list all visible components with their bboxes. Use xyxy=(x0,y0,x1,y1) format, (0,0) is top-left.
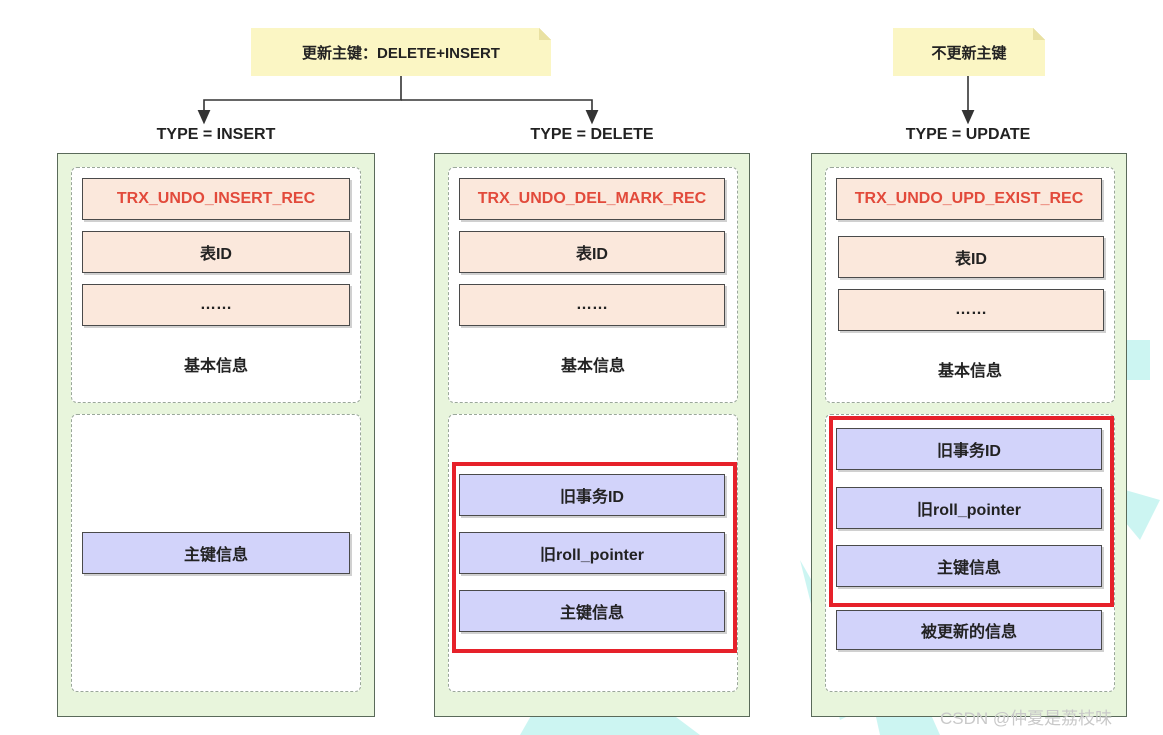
highlight-box-update xyxy=(829,416,1114,607)
note-no-update-primary-key-text: 不更新主键 xyxy=(931,44,1007,62)
basic-info-caption: 基本信息 xyxy=(560,358,625,375)
record-name-field: TRX_UNDO_UPD_EXIST_REC xyxy=(836,178,1102,220)
type-label-delete: TYPE = DELETE xyxy=(530,126,654,143)
note-fold-icon xyxy=(1033,28,1045,40)
note-update-primary-key-text: 更新主键：DELETE+INSERT xyxy=(302,44,500,62)
ellipsis-field: …… xyxy=(838,289,1104,331)
table-id-field: 表ID xyxy=(838,236,1104,278)
primary-key-info-field: 主键信息 xyxy=(836,545,1102,587)
basic-info-caption: 基本信息 xyxy=(937,363,1002,380)
table-id-field: 表ID xyxy=(459,231,725,273)
arrow-to-insert xyxy=(197,76,402,125)
highlight-box-delete xyxy=(452,462,737,653)
basic-info-caption: 基本信息 xyxy=(183,358,248,375)
note-fold-icon xyxy=(539,28,551,40)
old-roll-pointer-field: 旧roll_pointer xyxy=(459,532,725,574)
note-update-primary-key: 更新主键：DELETE+INSERT xyxy=(251,28,551,76)
updated-info-field: 被更新的信息 xyxy=(836,610,1102,650)
primary-key-info-field: 主键信息 xyxy=(459,590,725,632)
primary-key-info-field: 主键信息 xyxy=(82,532,350,574)
record-name-field: TRX_UNDO_DEL_MARK_REC xyxy=(459,178,725,220)
type-label-insert: TYPE = INSERT xyxy=(156,126,276,143)
old-roll-pointer-field: 旧roll_pointer xyxy=(836,487,1102,529)
note-no-update-primary-key: 不更新主键 xyxy=(893,28,1045,76)
old-trx-id-field: 旧事务ID xyxy=(459,474,725,516)
ellipsis-field: …… xyxy=(82,284,350,326)
arrow-to-delete xyxy=(401,99,599,125)
table-id-field: 表ID xyxy=(82,231,350,273)
ellipsis-field: …… xyxy=(459,284,725,326)
watermark: CSDN @仲夏是荔枝味 xyxy=(940,709,1113,728)
record-name-field: TRX_UNDO_INSERT_REC xyxy=(82,178,350,220)
old-trx-id-field: 旧事务ID xyxy=(836,428,1102,470)
type-label-update: TYPE = UPDATE xyxy=(905,126,1031,143)
